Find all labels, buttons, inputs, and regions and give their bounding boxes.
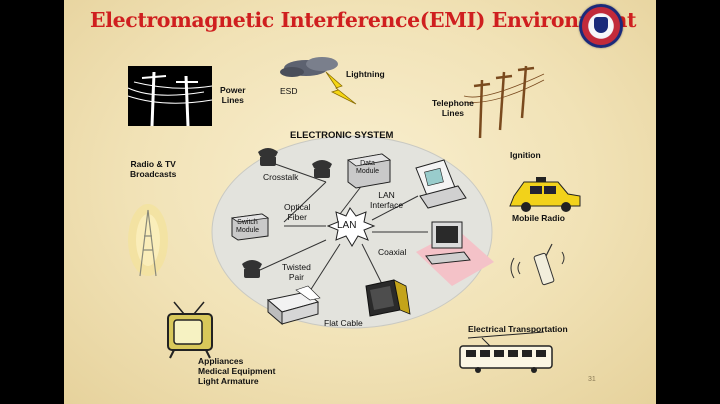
monitor-icon: [365, 279, 411, 317]
slide-title: Electromagnetic Interference(EMI) Enviro…: [90, 8, 637, 32]
college-logo-icon: [579, 4, 623, 48]
lightning-label: Lightning: [346, 69, 385, 79]
telephone-icon: [312, 160, 332, 178]
slide: Electromagnetic Interference(EMI) Enviro…: [64, 0, 656, 404]
power-lines-icon: [127, 66, 213, 127]
flat-cable-label: Flat Cable: [324, 318, 363, 328]
crosstalk-label: Crosstalk: [263, 172, 299, 182]
lan-hub-starburst: [326, 207, 376, 247]
data-module-box: [347, 153, 391, 189]
page-number: 31: [588, 376, 596, 383]
ignition-label: Ignition: [510, 150, 541, 160]
telephone-icon: [258, 148, 278, 166]
tram-icon: [459, 331, 553, 373]
lightning-cloud-icon: [280, 57, 357, 105]
printer-icon: [266, 285, 321, 326]
mobile-radio-label: Mobile Radio: [512, 213, 565, 223]
switch-module-box: [230, 213, 270, 241]
electronic-system-heading: ELECTRONIC SYSTEM: [290, 130, 394, 141]
esd-label: ESD: [280, 86, 298, 96]
lan-hub-label: LAN: [337, 220, 357, 231]
telephone-icon: [242, 260, 262, 278]
electrical-transportation-label: Electrical Transportation: [468, 324, 568, 334]
cell-phone-icon: [510, 243, 565, 286]
diagram-artwork: [127, 57, 581, 373]
telephone-pole-icon: [463, 65, 545, 139]
computer-icon: [416, 221, 494, 286]
radio-tower-icon: [128, 204, 168, 277]
tv-icon: [167, 301, 213, 359]
coaxial-label: Coaxial: [378, 247, 407, 257]
computer-icon: [415, 159, 467, 209]
taxi-icon: [509, 177, 581, 212]
